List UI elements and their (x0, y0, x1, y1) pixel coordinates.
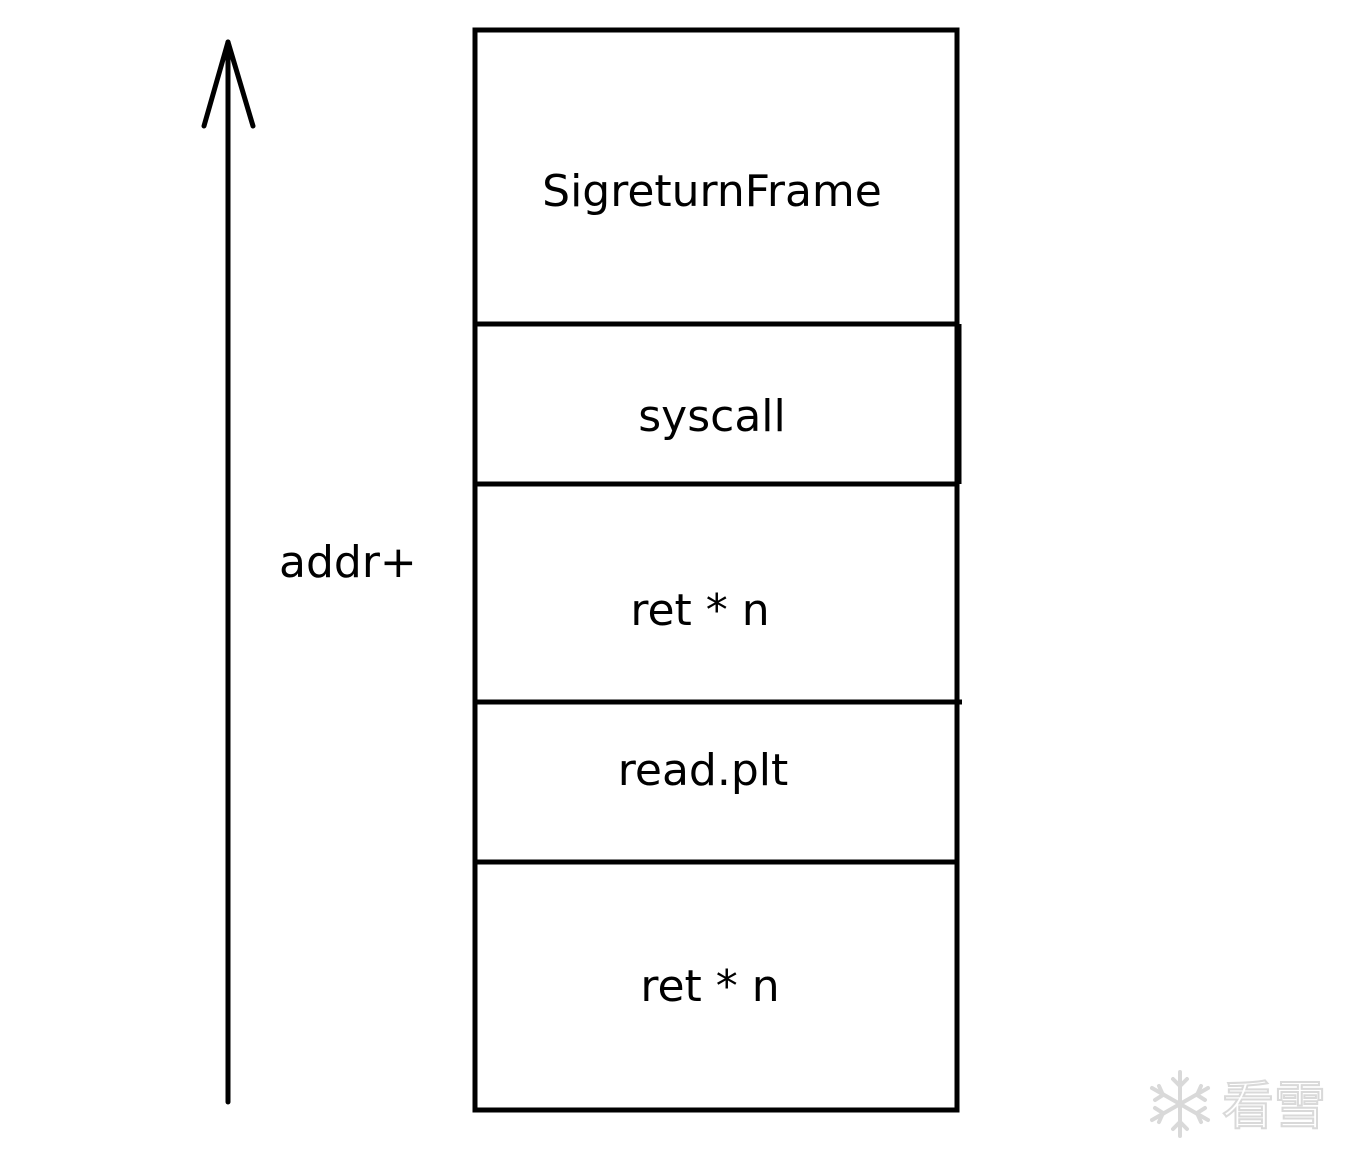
stack-outline (472, 27, 960, 1113)
address-arrow (201, 39, 256, 1105)
snowflake-icon (1150, 1070, 1210, 1138)
arrow-head (201, 39, 256, 129)
cell-ret-n-lower: ret * n (640, 961, 779, 1012)
arrow-label: addr+ (279, 537, 417, 588)
cell-syscall: syscall (638, 391, 786, 442)
cell-read-plt: read.plt (618, 745, 788, 796)
cell-sigreturnframe: SigreturnFrame (542, 166, 882, 217)
cell-ret-n-upper: ret * n (630, 585, 769, 636)
watermark-text: 看雪 (1222, 1077, 1326, 1137)
watermark: 看雪 (1150, 1070, 1327, 1138)
